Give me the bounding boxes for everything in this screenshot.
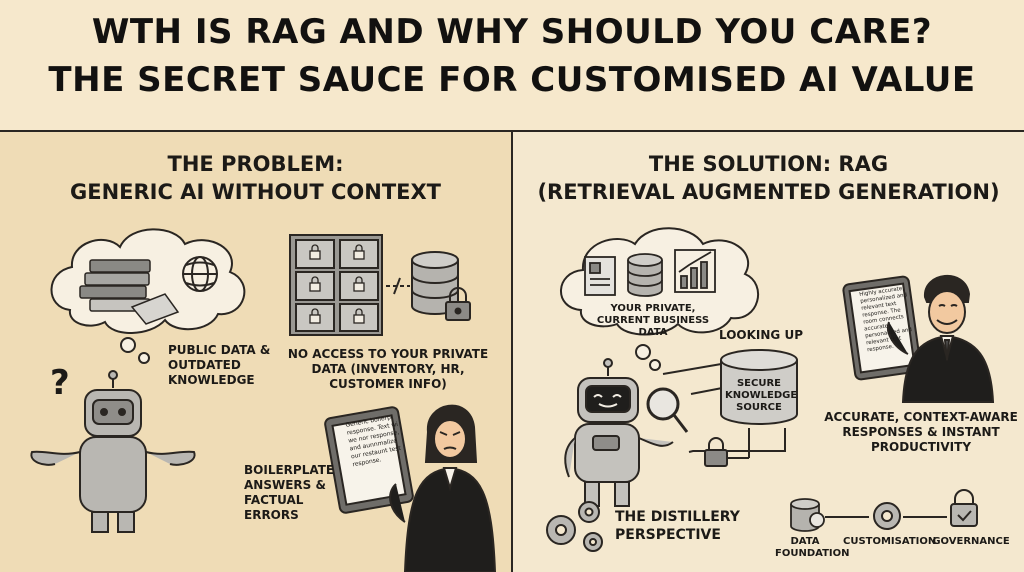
thought-cloud xyxy=(560,227,760,371)
bar-chart-icon xyxy=(674,249,716,293)
locked-grid-icon xyxy=(289,234,410,336)
panel-divider xyxy=(511,130,513,572)
database-icon xyxy=(720,349,798,425)
gear-icon xyxy=(873,502,901,530)
globe-icon xyxy=(182,256,218,292)
title-band: WTH IS RAG AND WHY SHOULD YOU CARE? THE … xyxy=(0,0,1024,132)
solution-panel: THE SOLUTION: RAG (RETRIEVAL AUGMENTED G… xyxy=(513,132,1024,572)
question-mark-icon: ? xyxy=(50,363,70,403)
padlock-icon xyxy=(704,437,728,467)
problem-panel: THE PROBLEM: GENERIC AI WITHOUT CONTEXT xyxy=(0,132,511,572)
person-icon xyxy=(887,275,995,403)
knowledge-source-label: SECURE KNOWLEDGE SOURCE xyxy=(725,378,798,413)
solution-heading-1: THE SOLUTION: RAG xyxy=(648,152,889,176)
tablet-text: Highly accurate, personalized and releva… xyxy=(859,285,913,354)
page-title-line-2: THE SECRET SAUCE FOR CUSTOMISED AI VALUE xyxy=(48,60,976,100)
private-data-label: YOUR PRIVATE, CURRENT BUSINESS DATA xyxy=(596,303,710,338)
problem-heading-1: THE PROBLEM: xyxy=(167,152,344,176)
problem-heading-2: GENERIC AI WITHOUT CONTEXT xyxy=(69,180,442,204)
shield-icon xyxy=(950,489,978,527)
gear-icon xyxy=(546,501,603,552)
accurate-responses-label: ACCURATE, CONTEXT-AWARE RESPONSES & INST… xyxy=(824,410,1018,454)
problem-illustration: ? xyxy=(30,228,497,572)
database-icon xyxy=(790,498,825,532)
tablet-icon xyxy=(842,275,922,381)
no-access-label: NO ACCESS TO YOUR PRIVATE DATA (INVENTOR… xyxy=(287,347,489,391)
robot-icon xyxy=(564,358,674,507)
solution-illustration xyxy=(546,227,995,552)
page-title-line-1: WTH IS RAG AND WHY SHOULD YOU CARE? xyxy=(91,12,933,52)
person-icon xyxy=(389,404,497,572)
padlock-icon xyxy=(445,287,471,321)
step-customisation: CUSTOMISATION xyxy=(843,536,937,547)
public-data-label: PUBLIC DATA & OUTDATED KNOWLEDGE xyxy=(168,343,271,387)
document-icon xyxy=(584,256,616,296)
distillery-perspective-label: THE DISTILLERY PERSPECTIVE xyxy=(615,509,740,543)
magnifier-icon xyxy=(646,387,689,433)
robot-icon xyxy=(30,370,196,533)
step-data-foundation: DATA FOUNDATION xyxy=(775,536,850,559)
step-governance: GOVERNANCE xyxy=(932,536,1010,547)
book-stack-icon xyxy=(79,259,180,325)
tablet-icon xyxy=(324,406,414,514)
database-icon xyxy=(411,251,459,315)
solution-heading-2: (RETRIEVAL AUGMENTED GENERATION) xyxy=(537,180,1000,204)
database-icon xyxy=(627,253,663,297)
boilerplate-label: BOILERPLATE ANSWERS & FACTUAL ERRORS xyxy=(244,463,335,522)
looking-up-label: LOOKING UP xyxy=(719,328,803,342)
